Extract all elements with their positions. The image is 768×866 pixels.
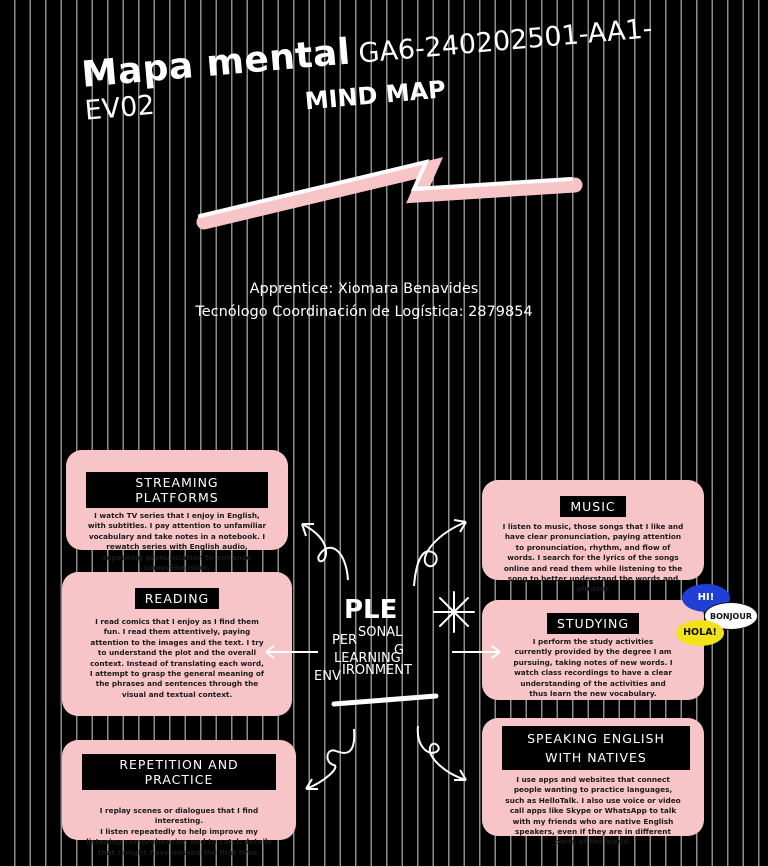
card-title: MUSIC xyxy=(560,496,626,517)
arrow-to-studying-icon xyxy=(452,645,501,659)
apprentice-name: Apprentice: Xiomara Benavides xyxy=(249,281,479,297)
arrow-to-music-icon xyxy=(413,519,467,587)
card-streaming-platforms: STREAMING PLATFORMS I watch TV series th… xyxy=(66,450,288,572)
card-music: MUSIC I listen to music, those songs tha… xyxy=(482,480,704,593)
card-title: STUDYING xyxy=(546,613,640,634)
card-body: I replay scenes or dialogues that I find… xyxy=(83,806,275,858)
card-body: I listen to music, those songs that I li… xyxy=(502,522,684,594)
ple-underline-decoration xyxy=(331,693,439,707)
card-studying: STUDYING I perform the study activities … xyxy=(482,600,704,700)
program-name: Tecnólogo Coordinación de Logística: 287… xyxy=(195,304,533,320)
ple-word-ironment: IRONMENT xyxy=(342,663,412,678)
hola-speech-bubble: HOLA! xyxy=(676,620,724,646)
ple-word-learning: LEARNING xyxy=(334,651,401,666)
arrow-to-reading-icon xyxy=(265,645,318,659)
card-title: STREAMING PLATFORMS xyxy=(86,472,268,508)
card-title: SPEAKING ENGLISH WITH NATIVES xyxy=(502,726,690,770)
card-body: I watch TV series that I enjoy in Englis… xyxy=(87,511,267,573)
ple-center-label: PLE PER SONAL LEARNING G ENV IRONMENT xyxy=(300,595,460,705)
ple-acronym: PLE xyxy=(344,595,398,625)
arrow-to-speaking-icon xyxy=(416,725,467,781)
page-subtitle: MIND MAP xyxy=(303,75,447,116)
sparkle-icon xyxy=(433,591,475,633)
bonjour-speech-bubble: BONJOUR xyxy=(704,602,758,630)
ple-word-env: ENV xyxy=(314,669,341,684)
arrow-to-repetition-icon xyxy=(305,728,356,790)
card-body: I use apps and websites that connect peo… xyxy=(505,775,681,847)
card-body: I read comics that I enjoy as I find the… xyxy=(89,617,265,699)
zigzag-brush-decoration xyxy=(196,157,583,230)
card-body-line: I replay scenes or dialogues that I find… xyxy=(99,806,259,826)
ple-word-per: PER xyxy=(332,633,358,648)
card-body: I perform the study activities currently… xyxy=(513,637,673,699)
card-body-line: I listen repeatedly to help improve my l… xyxy=(86,826,272,857)
ple-word-g: G xyxy=(394,643,405,658)
ple-word-sonal: SONAL xyxy=(358,625,403,640)
arrow-to-streaming-icon xyxy=(301,523,349,581)
card-title: READING xyxy=(134,588,220,609)
card-reading: READING I read comics that I enjoy as I … xyxy=(62,572,292,716)
card-speaking-natives: SPEAKING ENGLISH WITH NATIVES I use apps… xyxy=(482,718,704,846)
card-repetition-practice: REPETITION AND PRACTICE I replay scenes … xyxy=(62,740,296,857)
card-title: REPETITION AND PRACTICE xyxy=(82,754,276,790)
